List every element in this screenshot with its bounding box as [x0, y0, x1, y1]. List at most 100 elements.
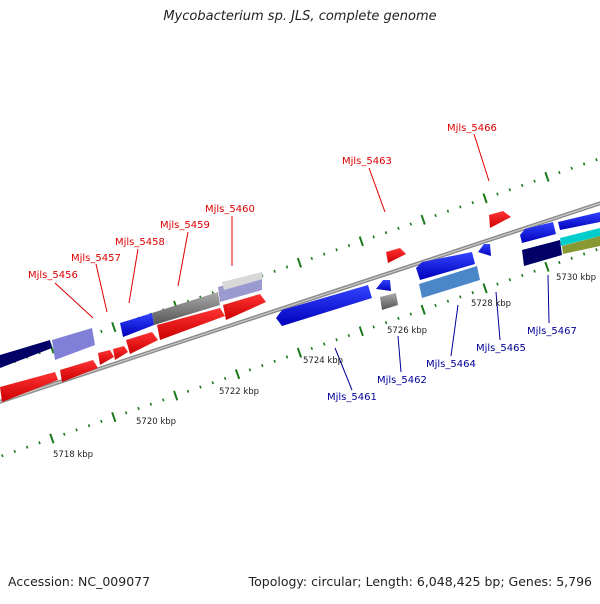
- gene-label[interactable]: Mjls_5459: [160, 220, 210, 231]
- gene-feature[interactable]: [120, 313, 154, 337]
- gene-feature[interactable]: [222, 272, 263, 290]
- gene-feature[interactable]: [386, 248, 406, 263]
- gene-feature[interactable]: [276, 285, 372, 326]
- leader-line: [473, 133, 490, 182]
- gene-feature[interactable]: [522, 240, 562, 266]
- gene-label[interactable]: Mjls_5464: [426, 359, 476, 370]
- gene-feature[interactable]: [558, 212, 600, 230]
- gene-feature[interactable]: [0, 372, 58, 402]
- ruler-label: 5728 kbp: [471, 299, 511, 309]
- gene-feature[interactable]: [0, 340, 52, 368]
- ruler-labels: 5718 kbp 5720 kbp 5722 kbp 5724 kbp 5726…: [53, 273, 596, 460]
- gene-label[interactable]: Mjls_5463: [342, 156, 392, 167]
- gene-feature[interactable]: [98, 350, 114, 365]
- ruler-minor-tick: [582, 162, 586, 166]
- gene-label[interactable]: Mjls_5466: [447, 123, 497, 134]
- gene-feature[interactable]: [416, 252, 475, 280]
- ruler-minor-tick: [25, 445, 29, 449]
- ruler-major-tick: [544, 261, 550, 272]
- ruler-label: 5720 kbp: [136, 417, 176, 427]
- ruler-minor-tick: [1, 454, 4, 458]
- ruler-major-tick: [482, 193, 488, 204]
- ruler-minor-tick: [223, 376, 227, 381]
- ruler-minor-tick: [63, 432, 66, 436]
- ruler-minor-tick: [570, 256, 573, 260]
- ruler-major-tick: [49, 433, 55, 444]
- ruler-minor-tick: [261, 363, 264, 368]
- accession-text: Accession: NC_009077: [8, 574, 151, 589]
- ruler-label: 5718 kbp: [53, 450, 93, 460]
- ruler-minor-tick: [13, 449, 16, 454]
- ruler-label: 5724 kbp: [303, 356, 343, 366]
- gene-feature[interactable]: [152, 292, 220, 325]
- backbone-line: [0, 202, 600, 403]
- ruler-minor-tick: [310, 346, 314, 350]
- gene-label[interactable]: Mjls_5465: [476, 343, 526, 354]
- ruler-minor-tick: [372, 325, 375, 329]
- ruler-minor-tick: [533, 269, 536, 273]
- gene-feature[interactable]: [419, 266, 480, 298]
- ruler-minor-tick: [347, 333, 351, 338]
- ruler-minor-tick: [285, 265, 289, 269]
- ruler-minor-tick: [558, 260, 561, 265]
- ruler-major-tick: [358, 236, 364, 247]
- gene-label[interactable]: Mjls_5462: [377, 375, 427, 386]
- ruler-major-tick: [173, 390, 179, 401]
- ruler-minor-tick: [459, 295, 462, 299]
- ruler-minor-tick: [384, 321, 388, 325]
- gene-feature[interactable]: [560, 228, 600, 246]
- ruler-minor-tick: [397, 226, 400, 230]
- ruler-minor-tick: [211, 381, 214, 385]
- ruler-minor-tick: [199, 385, 202, 389]
- gene-feature[interactable]: [52, 328, 95, 360]
- ruler-minor-tick: [595, 248, 598, 252]
- leader-line: [368, 167, 386, 213]
- ruler-major-tick: [296, 257, 303, 268]
- gene-feature[interactable]: [223, 294, 266, 320]
- ruler-minor-tick: [496, 192, 499, 196]
- gene-feature[interactable]: [126, 332, 158, 354]
- gene-feature[interactable]: [520, 222, 556, 243]
- ruler-minor-tick: [100, 329, 103, 333]
- gene-feature[interactable]: [562, 236, 600, 254]
- gene-feature[interactable]: [478, 244, 491, 256]
- ruler-minor-tick: [75, 428, 78, 432]
- leader-line: [95, 263, 108, 313]
- gene-feature[interactable]: [60, 360, 98, 382]
- ruler-minor-tick: [372, 235, 375, 239]
- gene-label[interactable]: Mjls_5456: [28, 270, 78, 281]
- gene-label[interactable]: Mjls_5467: [527, 326, 577, 337]
- ruler-minor-tick: [162, 398, 165, 402]
- gene-feature[interactable]: [380, 293, 398, 310]
- ruler-major-tick: [296, 347, 303, 358]
- ruler-minor-tick: [508, 188, 512, 192]
- ruler-minor-tick: [335, 248, 338, 252]
- ruler-minor-tick: [558, 170, 561, 175]
- ruler-minor-tick: [347, 243, 351, 248]
- ruler-minor-tick: [149, 402, 153, 406]
- gene-label[interactable]: Mjls_5460: [205, 204, 255, 215]
- ruler-minor-tick: [434, 213, 437, 218]
- ruler-label: 5730 kbp: [556, 273, 596, 283]
- gene-label[interactable]: Mjls_5461: [327, 392, 377, 403]
- ruler-minor-tick: [595, 158, 598, 162]
- gene-label[interactable]: Mjls_5457: [71, 253, 121, 264]
- ruler-minor-tick: [38, 441, 41, 445]
- ruler-minor-tick: [471, 291, 474, 295]
- gene-feature[interactable]: [376, 280, 391, 291]
- ruler-minor-tick: [397, 316, 400, 320]
- forward-genes: [0, 211, 511, 402]
- ruler-inner: [1, 248, 598, 458]
- ruler-minor-tick: [570, 166, 573, 170]
- gene-feature[interactable]: [157, 308, 225, 340]
- ruler-minor-tick: [409, 312, 413, 316]
- gene-feature[interactable]: [113, 346, 128, 360]
- gene-label[interactable]: Mjls_5458: [115, 237, 165, 248]
- gene-feature[interactable]: [489, 211, 511, 228]
- ruler-minor-tick: [496, 282, 499, 286]
- ruler-major-tick: [420, 304, 426, 315]
- ruler-major-tick: [420, 214, 426, 225]
- genome-stats-text: Topology: circular; Length: 6,048,425 bp…: [248, 574, 592, 589]
